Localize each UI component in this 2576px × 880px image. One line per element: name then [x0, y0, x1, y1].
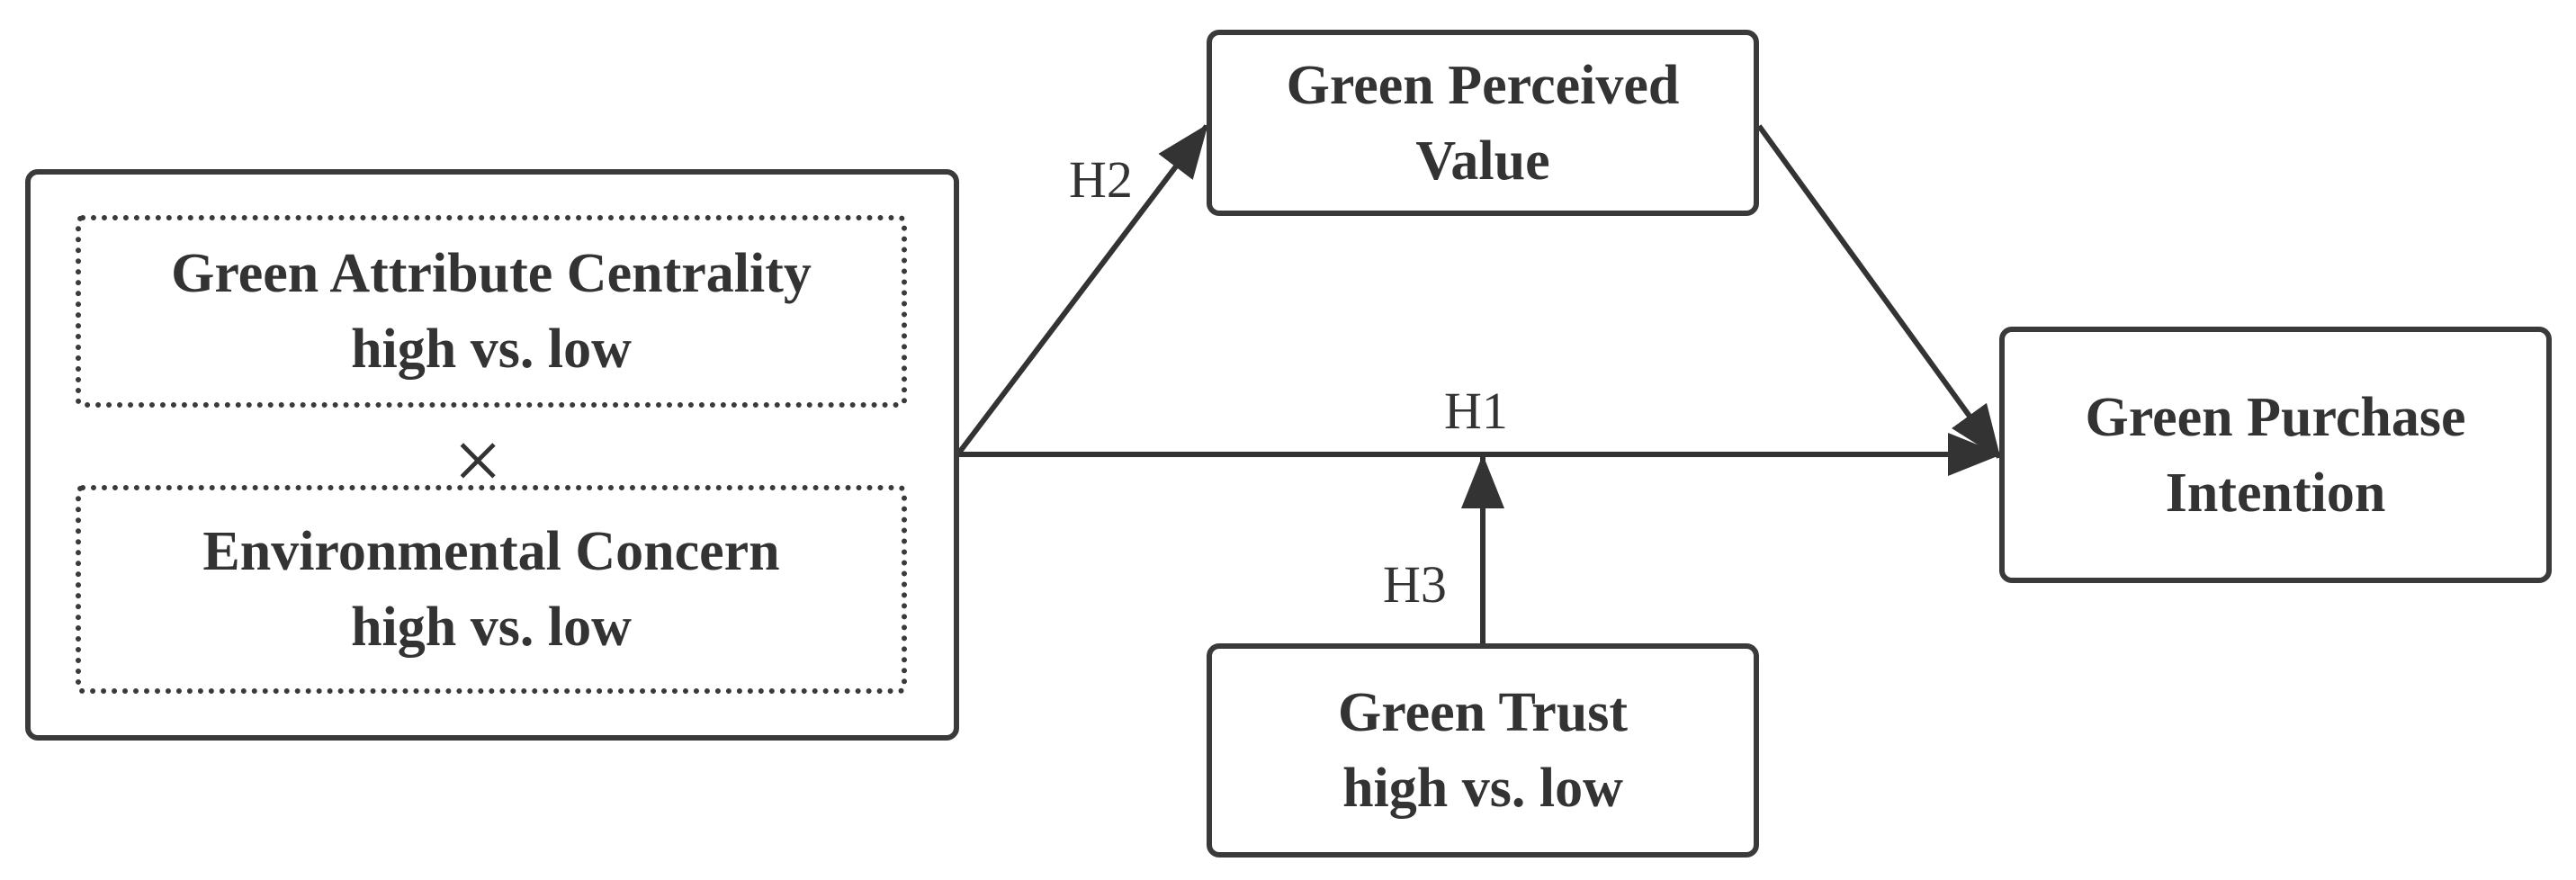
arrow-mediator-to-outcome	[1756, 124, 2002, 460]
factor-a-line2: high vs. low	[351, 319, 632, 380]
arrow-h2	[956, 123, 1209, 454]
moderator-line2: high vs. low	[1342, 758, 1623, 819]
label-h1: H1	[1444, 382, 1508, 440]
factor-environmental-concern: Environmental Concern high vs. low	[76, 485, 907, 694]
independent-variables-box: Green Attribute Centrality high vs. low …	[25, 169, 959, 741]
label-h2: H2	[1069, 150, 1133, 209]
mediator-line2: Value	[1415, 130, 1550, 192]
outcome-line2: Intention	[2165, 462, 2386, 524]
factor-green-attribute-centrality: Green Attribute Centrality high vs. low	[76, 215, 907, 408]
factor-b-line2: high vs. low	[351, 597, 632, 658]
outcome-box: Green Purchase Intention	[1999, 327, 2552, 583]
outcome-line1: Green Purchase	[2085, 386, 2466, 448]
factor-a-line1: Green Attribute Centrality	[171, 243, 812, 304]
mediator-line1: Green Perceived	[1286, 54, 1680, 116]
mediator-box: Green Perceived Value	[1207, 30, 1759, 216]
label-h3: H3	[1383, 555, 1447, 614]
factor-b-line1: Environmental Concern	[202, 521, 780, 582]
moderator-box: Green Trust high vs. low	[1207, 643, 1759, 858]
moderator-line1: Green Trust	[1337, 682, 1629, 743]
